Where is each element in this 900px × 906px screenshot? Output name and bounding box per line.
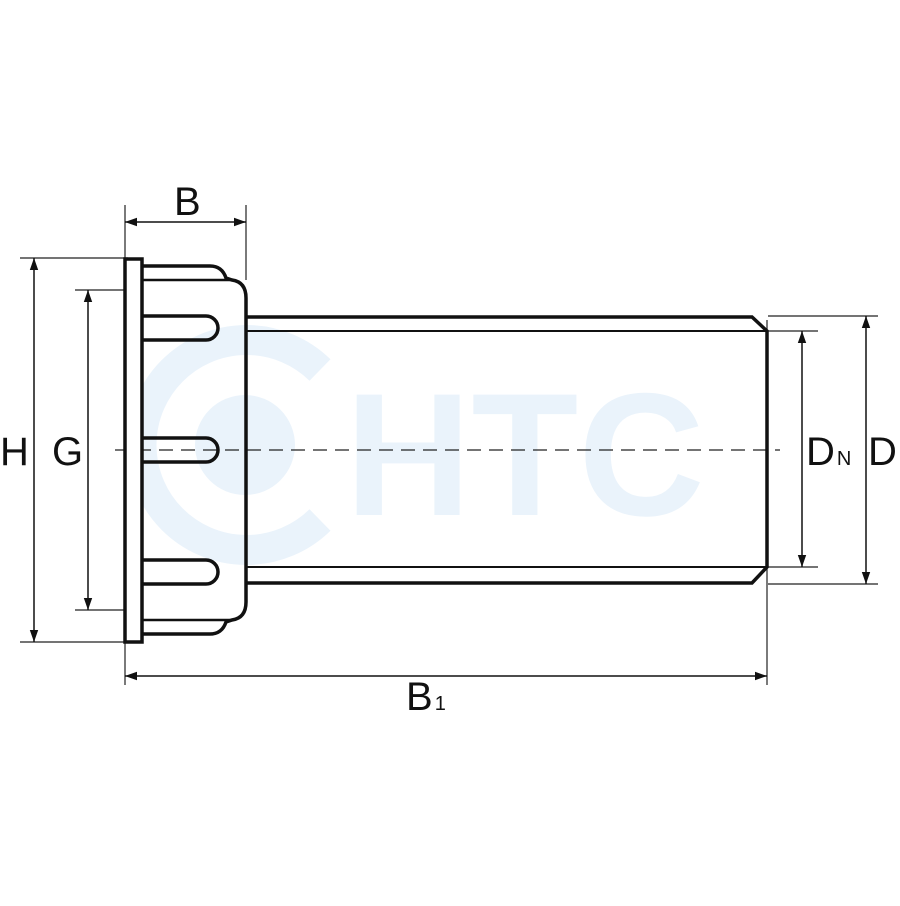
threaded-tube: [246, 315, 769, 585]
slot-bottom: [142, 558, 220, 586]
dimension-lines: [29, 217, 871, 681]
label-h: H: [0, 430, 29, 474]
slot-middle: [142, 436, 220, 464]
label-d: D: [868, 430, 897, 474]
label-g: G: [52, 430, 83, 474]
label-b: B: [174, 180, 201, 224]
watermark-logo: HTC: [126, 325, 705, 565]
nut-slots: [142, 314, 220, 586]
slot-top: [142, 314, 220, 342]
nut-body: [142, 264, 248, 636]
watermark-text: HTC: [345, 358, 705, 553]
flange-plate: [123, 257, 144, 644]
